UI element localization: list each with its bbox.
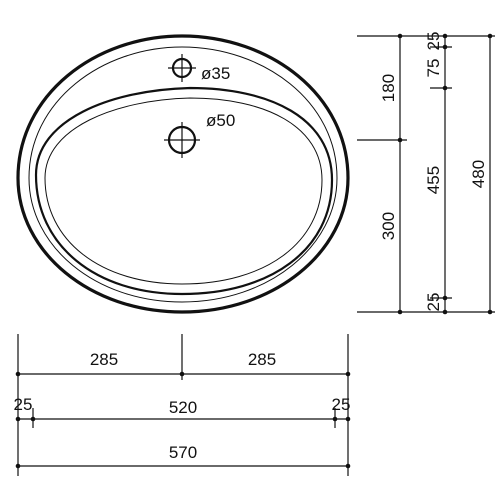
dim-180-label: 180 [379, 74, 398, 102]
dim-520-label: 520 [169, 398, 197, 417]
basin-rim-inner-line [28, 46, 338, 303]
drain-hole [164, 122, 200, 158]
dim-455-label: 455 [424, 166, 443, 194]
drain-hole-label: ø50 [206, 111, 235, 130]
dim-75-label: 75 [424, 59, 443, 78]
dim-25-right-label: 25 [332, 395, 351, 414]
dim-300-label: 300 [379, 212, 398, 240]
dim-25-top-label: 25 [424, 32, 443, 51]
dim-285-left-label: 285 [90, 350, 118, 369]
dim-285-right-label: 285 [248, 350, 276, 369]
bottom-dimensions: 285 285 25 520 25 570 [14, 334, 351, 476]
basin-bowl-edge [34, 86, 334, 296]
basin-outer-rim [16, 34, 350, 314]
tap-hole [168, 54, 196, 82]
basin-bowl-inner-line [44, 97, 323, 285]
dim-25-bottom-label: 25 [424, 293, 443, 312]
dim-25-left-label: 25 [14, 395, 33, 414]
dim-480-label: 480 [469, 160, 488, 188]
tap-hole-label: ø35 [201, 64, 230, 83]
dim-570-label: 570 [169, 443, 197, 462]
basin-plan-view: ø35 ø50 [16, 34, 350, 314]
right-dimensions: 180 300 25 75 455 25 480 [357, 32, 495, 315]
